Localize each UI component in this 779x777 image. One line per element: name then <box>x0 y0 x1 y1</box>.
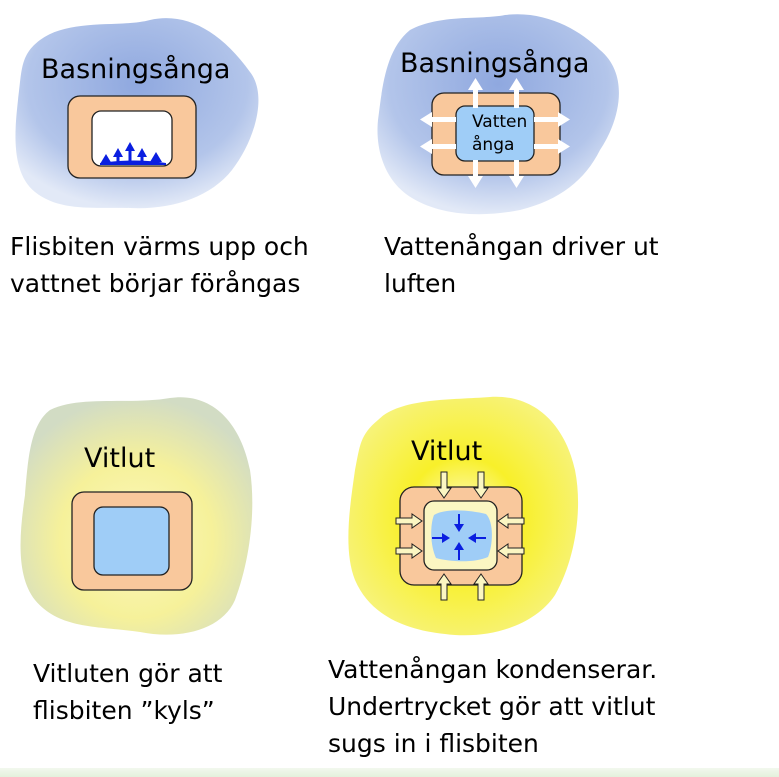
caption: Vitluten gör att flisbiten ”kyls” <box>33 655 222 729</box>
arrow-left-icon <box>468 533 476 543</box>
caption: Vattenångan driver ut luften <box>384 228 659 302</box>
evaporation-arrow-icon <box>125 142 135 151</box>
condensation-arrows <box>432 514 486 560</box>
arrow-down-icon <box>454 524 464 532</box>
medium-label: Vitlut <box>84 443 156 474</box>
evaporation-arrow-icon <box>113 148 123 157</box>
liquor-cooling-diagram <box>20 397 253 635</box>
caption-line: Vattenångan driver ut <box>384 232 659 261</box>
vapor-label-line: ånga <box>472 135 515 155</box>
arrow-right-icon <box>395 543 423 559</box>
slide-footer-band <box>0 768 779 777</box>
arrow-left-icon <box>497 543 525 559</box>
medium-label: Basningsånga <box>400 48 590 79</box>
arrow-down-icon <box>468 160 483 188</box>
caption-line: vattnet börjar förångas <box>10 269 301 298</box>
arrow-right-icon <box>395 513 423 529</box>
water-vapor-core <box>455 105 535 162</box>
evaporation-arrow-icon <box>150 152 162 162</box>
arrow-down-icon <box>436 471 452 499</box>
vapor-label: Vatten ånga <box>472 111 527 157</box>
arrow-up-icon <box>509 78 524 108</box>
condensing-vapor <box>431 510 492 562</box>
arrow-right-icon <box>442 533 450 543</box>
arrow-down-icon <box>509 160 524 188</box>
arrow-up-icon <box>473 573 489 601</box>
arrow-right-icon <box>534 112 570 127</box>
caption-line: sugs in i flisbiten <box>328 729 539 758</box>
caption-line: Undertrycket gör att vitlut <box>328 692 656 721</box>
evaporation-arrows <box>100 142 162 164</box>
caption-line: flisbiten ”kyls” <box>33 696 215 725</box>
panel-cooling: Vitlut Vitluten gör att flisbiten ”kyls” <box>20 397 253 729</box>
caption: Flisbiten värms upp och vattnet börjar f… <box>10 228 309 302</box>
arrow-down-icon <box>473 471 489 499</box>
medium-label: Vitlut <box>411 436 483 467</box>
chip-pore <box>93 506 170 576</box>
arrow-up-icon <box>468 78 483 108</box>
panel-air-displacement: Basningsånga Vatten ånga Vattenångan dri… <box>0 0 779 320</box>
arrow-right-icon <box>534 139 570 154</box>
liquor-inflow-arrows <box>395 471 525 601</box>
vapor-label-line: Vatten <box>472 112 528 132</box>
panel-heating: Basningsånga Flisbiten värms upp och vat… <box>0 0 390 320</box>
arrow-up-icon <box>436 573 452 601</box>
caption-line: Flisbiten värms upp och <box>10 232 309 261</box>
medium-label: Basningsånga <box>41 54 231 85</box>
arrow-left-icon <box>420 112 456 127</box>
arrow-up-icon <box>454 542 464 550</box>
arrow-left-icon <box>497 513 525 529</box>
evaporation-arrow-icon <box>137 148 147 157</box>
caption-line: luften <box>384 269 457 298</box>
caption-line: Vitluten gör att <box>33 659 223 688</box>
arrow-left-icon <box>420 139 456 154</box>
caption-line: Vattenångan kondenserar. <box>328 655 658 684</box>
chip-pore <box>91 110 173 167</box>
vapor-expulsion-diagram <box>377 14 619 215</box>
caption: Vattenångan kondenserar. Undertrycket gö… <box>328 651 657 762</box>
air-outflow-arrows <box>420 78 570 188</box>
evaporation-arrow-icon <box>100 154 112 164</box>
steam-cloud-diagram <box>15 18 259 209</box>
